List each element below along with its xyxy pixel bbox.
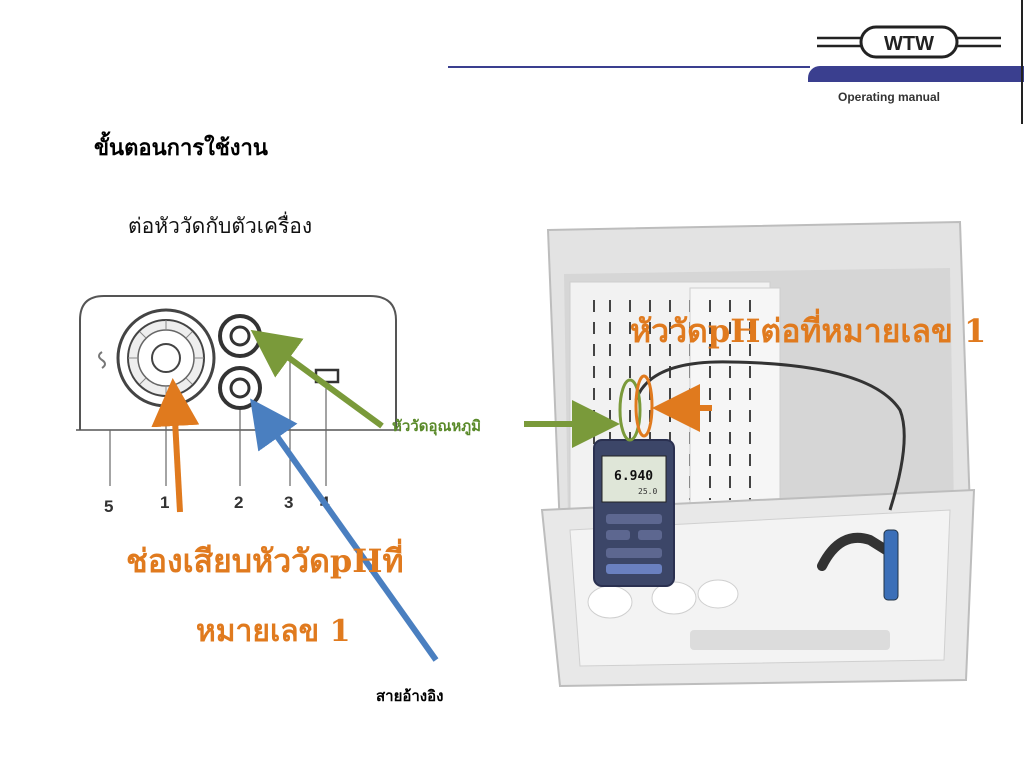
callout-temp-probe: หัววัดอุณหภูมิ [392,417,482,435]
socket-number-5: 5 [104,497,113,516]
socket-number-1: 1 [160,493,169,512]
callout-ph-socket-line1: ช่องเสียบหัววัดpHที่ [126,542,404,580]
callout-reference: สายอ้างอิง [376,687,444,705]
socket-number-2: 2 [234,493,243,512]
socket-number-3: 3 [284,493,293,512]
callout-ph-probe: หัววัดpHต่อที่หมายเลข 1 [630,312,987,350]
manual-label: Operating manual [838,90,941,104]
slide-title: ขั้นตอนการใช้งาน [94,136,268,161]
header-line [448,66,810,68]
callout-ph-socket-line2: หมายเลข 1 [196,614,351,649]
meter-case-photo: 6.940 25.0 [540,220,976,688]
usb-port-icon [314,368,340,384]
ground-icon [98,351,106,369]
logo-text: WTW [884,33,934,55]
socket-diagram: 5 1 2 3 4 [76,295,400,516]
header-accent-bar [808,66,1024,82]
meter-display-sub: 25.0 [638,487,657,496]
right-rule [1021,0,1023,124]
meter-display-value: 6.940 [614,469,653,484]
wtw-logo: WTW [817,25,1001,59]
socket-number-4: 4 [320,493,330,512]
slide-subtitle: ต่อหัววัดกับตัวเครื่อง [128,214,313,238]
